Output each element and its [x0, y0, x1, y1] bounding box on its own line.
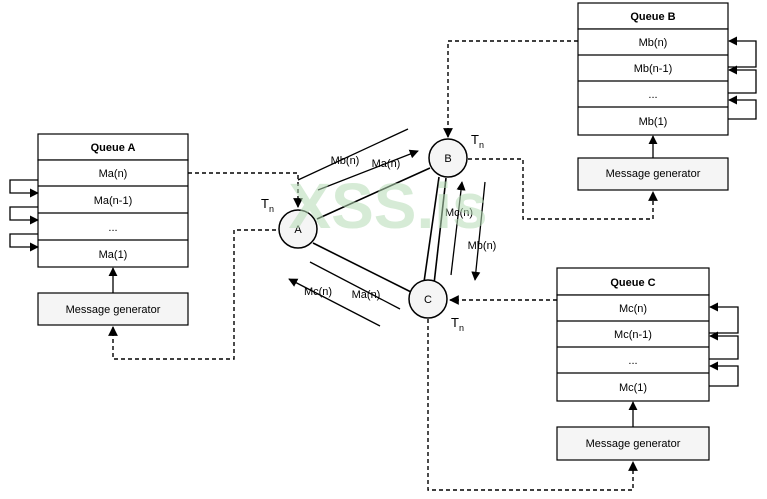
node-c-label: C: [424, 294, 432, 306]
queue-b-row: Mb(n-1): [634, 63, 673, 75]
queue-c-generator-label: Message generator: [586, 438, 681, 450]
queue-a-generator-label: Message generator: [66, 304, 161, 316]
queue-c-shift-arrow: [709, 331, 739, 360]
edge-c-b-right: [423, 176, 440, 283]
timer-base: T: [451, 315, 459, 330]
queue-b: Queue B Mb(n) Mb(n-1) ... Mb(1) Message …: [577, 2, 757, 191]
queue-b-message-generator: [577, 157, 729, 191]
watermark: XSS.is: [288, 170, 487, 242]
queue-a-message-generator: [37, 292, 189, 326]
queue-a-to-node-a-connector: [188, 172, 303, 208]
queue-c: Queue C Mc(n) Mc(n-1) ... Mc(1) Message …: [556, 267, 739, 461]
message-label-ab-back: Mb(n): [331, 155, 360, 167]
edge-a-b: [316, 167, 431, 220]
message-arrow-bc: [471, 181, 486, 281]
queue-b-row: ...: [648, 89, 657, 101]
queue-b-shift-arrow: [728, 95, 757, 120]
timer-label-b: T n: [471, 132, 484, 150]
queue-c-body: [556, 294, 710, 402]
edge-c-b-left: [433, 177, 447, 285]
message-arrow-cb: [450, 181, 466, 276]
queue-a-shift-arrow: [9, 179, 39, 198]
queue-b-row: Mb(n): [639, 37, 668, 49]
timer-sub: n: [269, 204, 274, 214]
queue-c-row: Mc(n-1): [614, 329, 652, 341]
node-c-circle: [408, 279, 448, 319]
node-b-to-generator-b-connector: [468, 158, 658, 220]
queue-a-row: Ma(n): [99, 168, 128, 180]
queue-b-header: [577, 2, 729, 30]
message-arrow-ca: [288, 278, 381, 327]
queue-a-shift-arrow: [9, 206, 39, 225]
queue-c-shift-arrow: [709, 361, 739, 387]
edge-a-c: [312, 242, 412, 293]
queue-b-generator-label: Message generator: [606, 168, 701, 180]
node-b: B: [428, 138, 468, 178]
timer-sub: n: [459, 323, 464, 333]
timer-label-a: T n: [261, 196, 274, 214]
message-label-bc: Mb(n): [468, 240, 497, 252]
queue-a-row: Ma(n-1): [94, 195, 133, 207]
message-arrow-ba: [297, 128, 409, 181]
queue-a: Queue A Ma(n) Ma(n-1) ... Ma(1) Message …: [9, 133, 189, 326]
message-label-ac-back: Mc(n): [304, 286, 332, 298]
queue-a-title: Queue A: [91, 142, 136, 154]
node-a: A: [278, 209, 318, 249]
queue-b-title: Queue B: [630, 11, 675, 23]
queue-c-row: Mc(1): [619, 382, 647, 394]
node-b-circle: [428, 138, 468, 178]
node-a-to-generator-a-connector: [108, 229, 276, 360]
timer-base: T: [261, 196, 269, 211]
queue-b-shift-arrow: [728, 65, 757, 94]
queue-a-row: ...: [108, 222, 117, 234]
node-c: C: [408, 279, 448, 319]
node-b-label: B: [444, 153, 451, 165]
queue-b-row: Mb(1): [639, 116, 668, 128]
node-c-to-generator-c-connector: [427, 319, 638, 491]
queue-a-header: [37, 133, 189, 161]
queue-a-shift-arrow: [9, 233, 39, 252]
queue-c-title: Queue C: [610, 277, 655, 289]
queue-b-shift-arrow: [728, 36, 757, 68]
queue-b-to-node-b-connector: [443, 40, 578, 138]
node-a-label: A: [294, 224, 302, 236]
queue-c-header: [556, 267, 710, 296]
timer-base: T: [471, 132, 479, 147]
timer-label-c: T n: [451, 315, 464, 333]
message-arrow-ac: [309, 261, 401, 310]
queue-b-body: [577, 28, 729, 136]
node-a-circle: [278, 209, 318, 249]
message-label-cb: Mc(n): [445, 207, 473, 219]
queue-c-row: Mc(n): [619, 303, 647, 315]
queue-c-shift-arrow: [709, 302, 739, 334]
queue-c-row: ...: [628, 355, 637, 367]
message-arrow-ab: [317, 149, 419, 191]
queue-a-row: Ma(1): [99, 249, 128, 261]
message-label-ac-forward: Ma(n): [352, 289, 381, 301]
message-label-ab-forward: Ma(n): [372, 158, 401, 170]
timer-sub: n: [479, 140, 484, 150]
